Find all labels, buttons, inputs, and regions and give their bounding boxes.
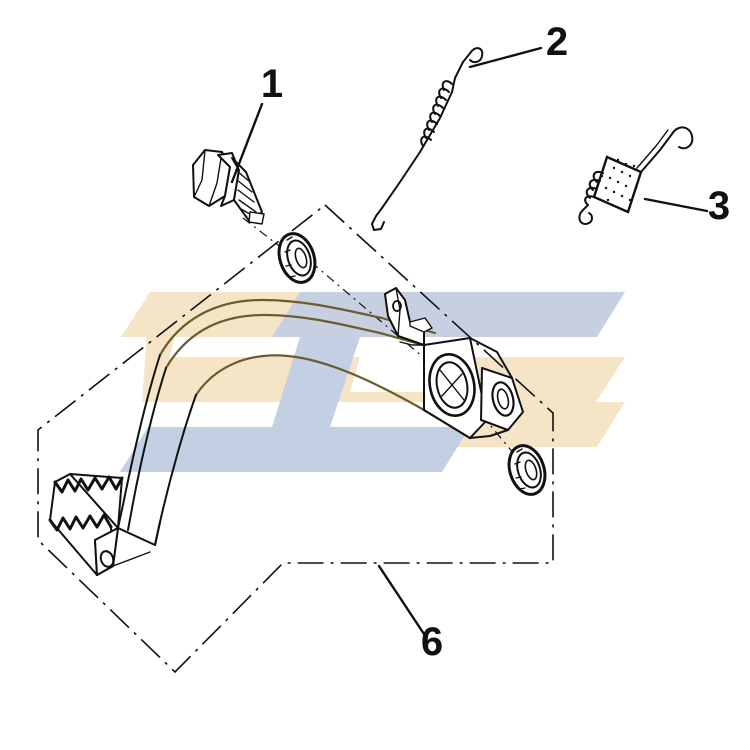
bolt-tip [248,211,265,225]
spring-rod-shaft [381,77,456,209]
bushing-upper [277,232,317,284]
bolt-thread-1 [235,169,251,183]
return-spring-hook-right [640,126,694,173]
part-return-spring [578,126,694,225]
watermark-blue-band-bottom [120,427,470,472]
part-brake-pedal-assembly [48,287,524,576]
pedal-pad-teeth-bottom [48,513,113,532]
pedal-arm-lower-edge [194,354,472,440]
spring-tab-foot [409,317,433,333]
bushing-lower [507,444,547,496]
leader-line-3 [643,197,709,213]
clevis-lug-bottom-edge [469,429,509,439]
callout-label-6: 6 [421,620,443,664]
pivot-boss-cross [439,369,465,401]
spring-tab [384,287,433,346]
pivot-boss [423,337,488,439]
callout-label-3: 3 [708,184,730,228]
watermark-blue-stem [272,337,360,427]
clevis-lug-bore [496,388,510,410]
callout-leaders [230,46,709,636]
pedal-leg-left-inner [127,367,167,531]
bolt-head-facet-b [208,151,223,207]
part-pivot-bolt [192,149,265,225]
pivot-boss-arm-joint [399,341,425,346]
part-spring-rod [371,47,484,231]
bolt-flange [217,152,240,207]
leader-line-6 [377,564,426,636]
spring-tab-fold [395,287,401,337]
return-spring-wire-inner [636,129,669,169]
pedal-pad-to-leg [117,521,161,546]
pedal-pad-underside [112,551,151,567]
bushing-lower-bore [524,459,538,481]
callout-label-2: 2 [546,20,568,64]
return-spring-body [592,155,643,214]
bolt-thread-3 [237,189,255,203]
spring-rod-upper-eye [454,47,484,79]
spring-rod-hook [371,207,385,231]
spring-rod-coils [420,80,453,147]
pedal-pad-edge-top [69,473,123,529]
pedal-arm-top-edge [158,298,437,357]
axis-bolt-to-bushing [242,217,301,263]
leader-line-2 [468,46,543,69]
pedal-leg-left [117,354,161,529]
watermark-cream-notch [178,337,330,357]
watermark-blue-band-top [272,292,625,337]
bolt-thread-4 [238,199,257,213]
return-spring-texture [600,158,638,202]
pedal-leg-right [154,394,197,546]
bushing-lower-knurl [514,448,526,490]
return-spring-hook-left [578,204,593,225]
leader-line-1 [230,102,264,184]
pedal-pad-pin-hole [99,550,115,568]
bolt-thread-2 [236,179,253,193]
callout-numbers: 1 2 3 6 [261,20,730,664]
bushing-upper-bore [294,247,308,269]
bolt-head-facet-a [193,149,206,198]
pedal-pad [48,473,161,576]
assembly-boundary-outline [37,203,554,674]
pedal-arm-top-edge-inner [164,313,432,370]
clevis-lug [469,337,524,439]
return-spring-coil-end [584,170,604,206]
bushing-upper-knurl [284,236,296,278]
callout-label-1: 1 [261,62,283,106]
group-boundary-path [37,203,554,674]
pedal-pad-teeth-top [53,475,124,494]
clevis-lug-top-edge [469,337,513,379]
